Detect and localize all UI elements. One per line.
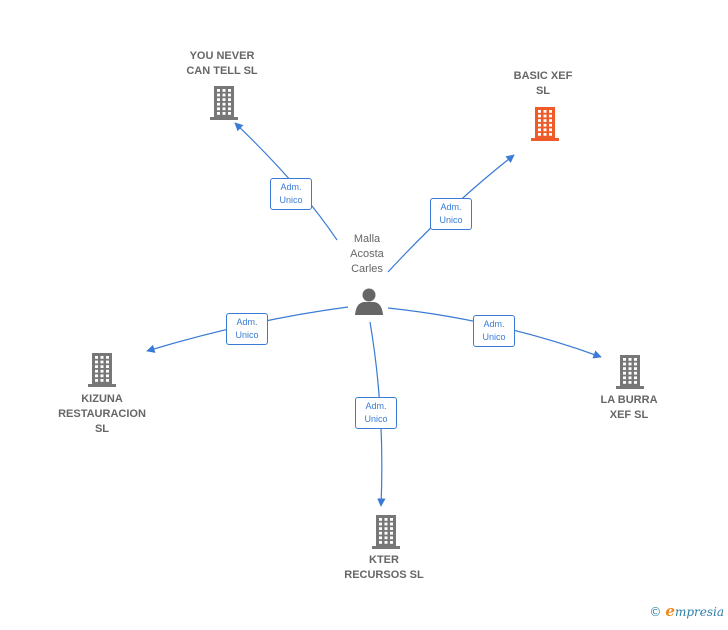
copyright-symbol: © bbox=[649, 605, 662, 619]
role-badge-kter: Adm. Unico bbox=[355, 397, 397, 429]
role-badge-basic-xef: Adm. Unico bbox=[430, 198, 472, 230]
role-badge-you-never: Adm. Unico bbox=[270, 178, 312, 210]
company-label-la-burra[interactable]: LA BURRA XEF SL bbox=[600, 394, 658, 421]
building-icon-basic-xef[interactable] bbox=[531, 107, 559, 141]
building-icon-kter[interactable] bbox=[372, 515, 400, 549]
company-label-you-never[interactable]: YOU NEVER CAN TELL SL bbox=[186, 50, 258, 77]
person-icon[interactable] bbox=[355, 288, 383, 316]
brand-initial: e bbox=[665, 602, 675, 620]
person-name-label[interactable]: Malla Acosta Carles bbox=[350, 233, 384, 275]
company-label-kizuna[interactable]: KIZUNA RESTAURACION SL bbox=[58, 393, 146, 435]
company-label-basic-xef[interactable]: BASIC XEF SL bbox=[513, 70, 573, 97]
icons-layer bbox=[88, 86, 644, 549]
building-icon-kizuna[interactable] bbox=[88, 353, 116, 387]
role-badge-la-burra: Adm. Unico bbox=[473, 315, 515, 347]
brand-name: mpresia bbox=[674, 605, 724, 619]
role-badge-kizuna: Adm. Unico bbox=[226, 313, 268, 345]
brand-footer[interactable]: ©empresia bbox=[649, 602, 724, 620]
building-icon-you-never[interactable] bbox=[210, 86, 238, 120]
building-icon-la-burra[interactable] bbox=[616, 355, 644, 389]
company-label-kter[interactable]: KTER RECURSOS SL bbox=[344, 554, 424, 581]
